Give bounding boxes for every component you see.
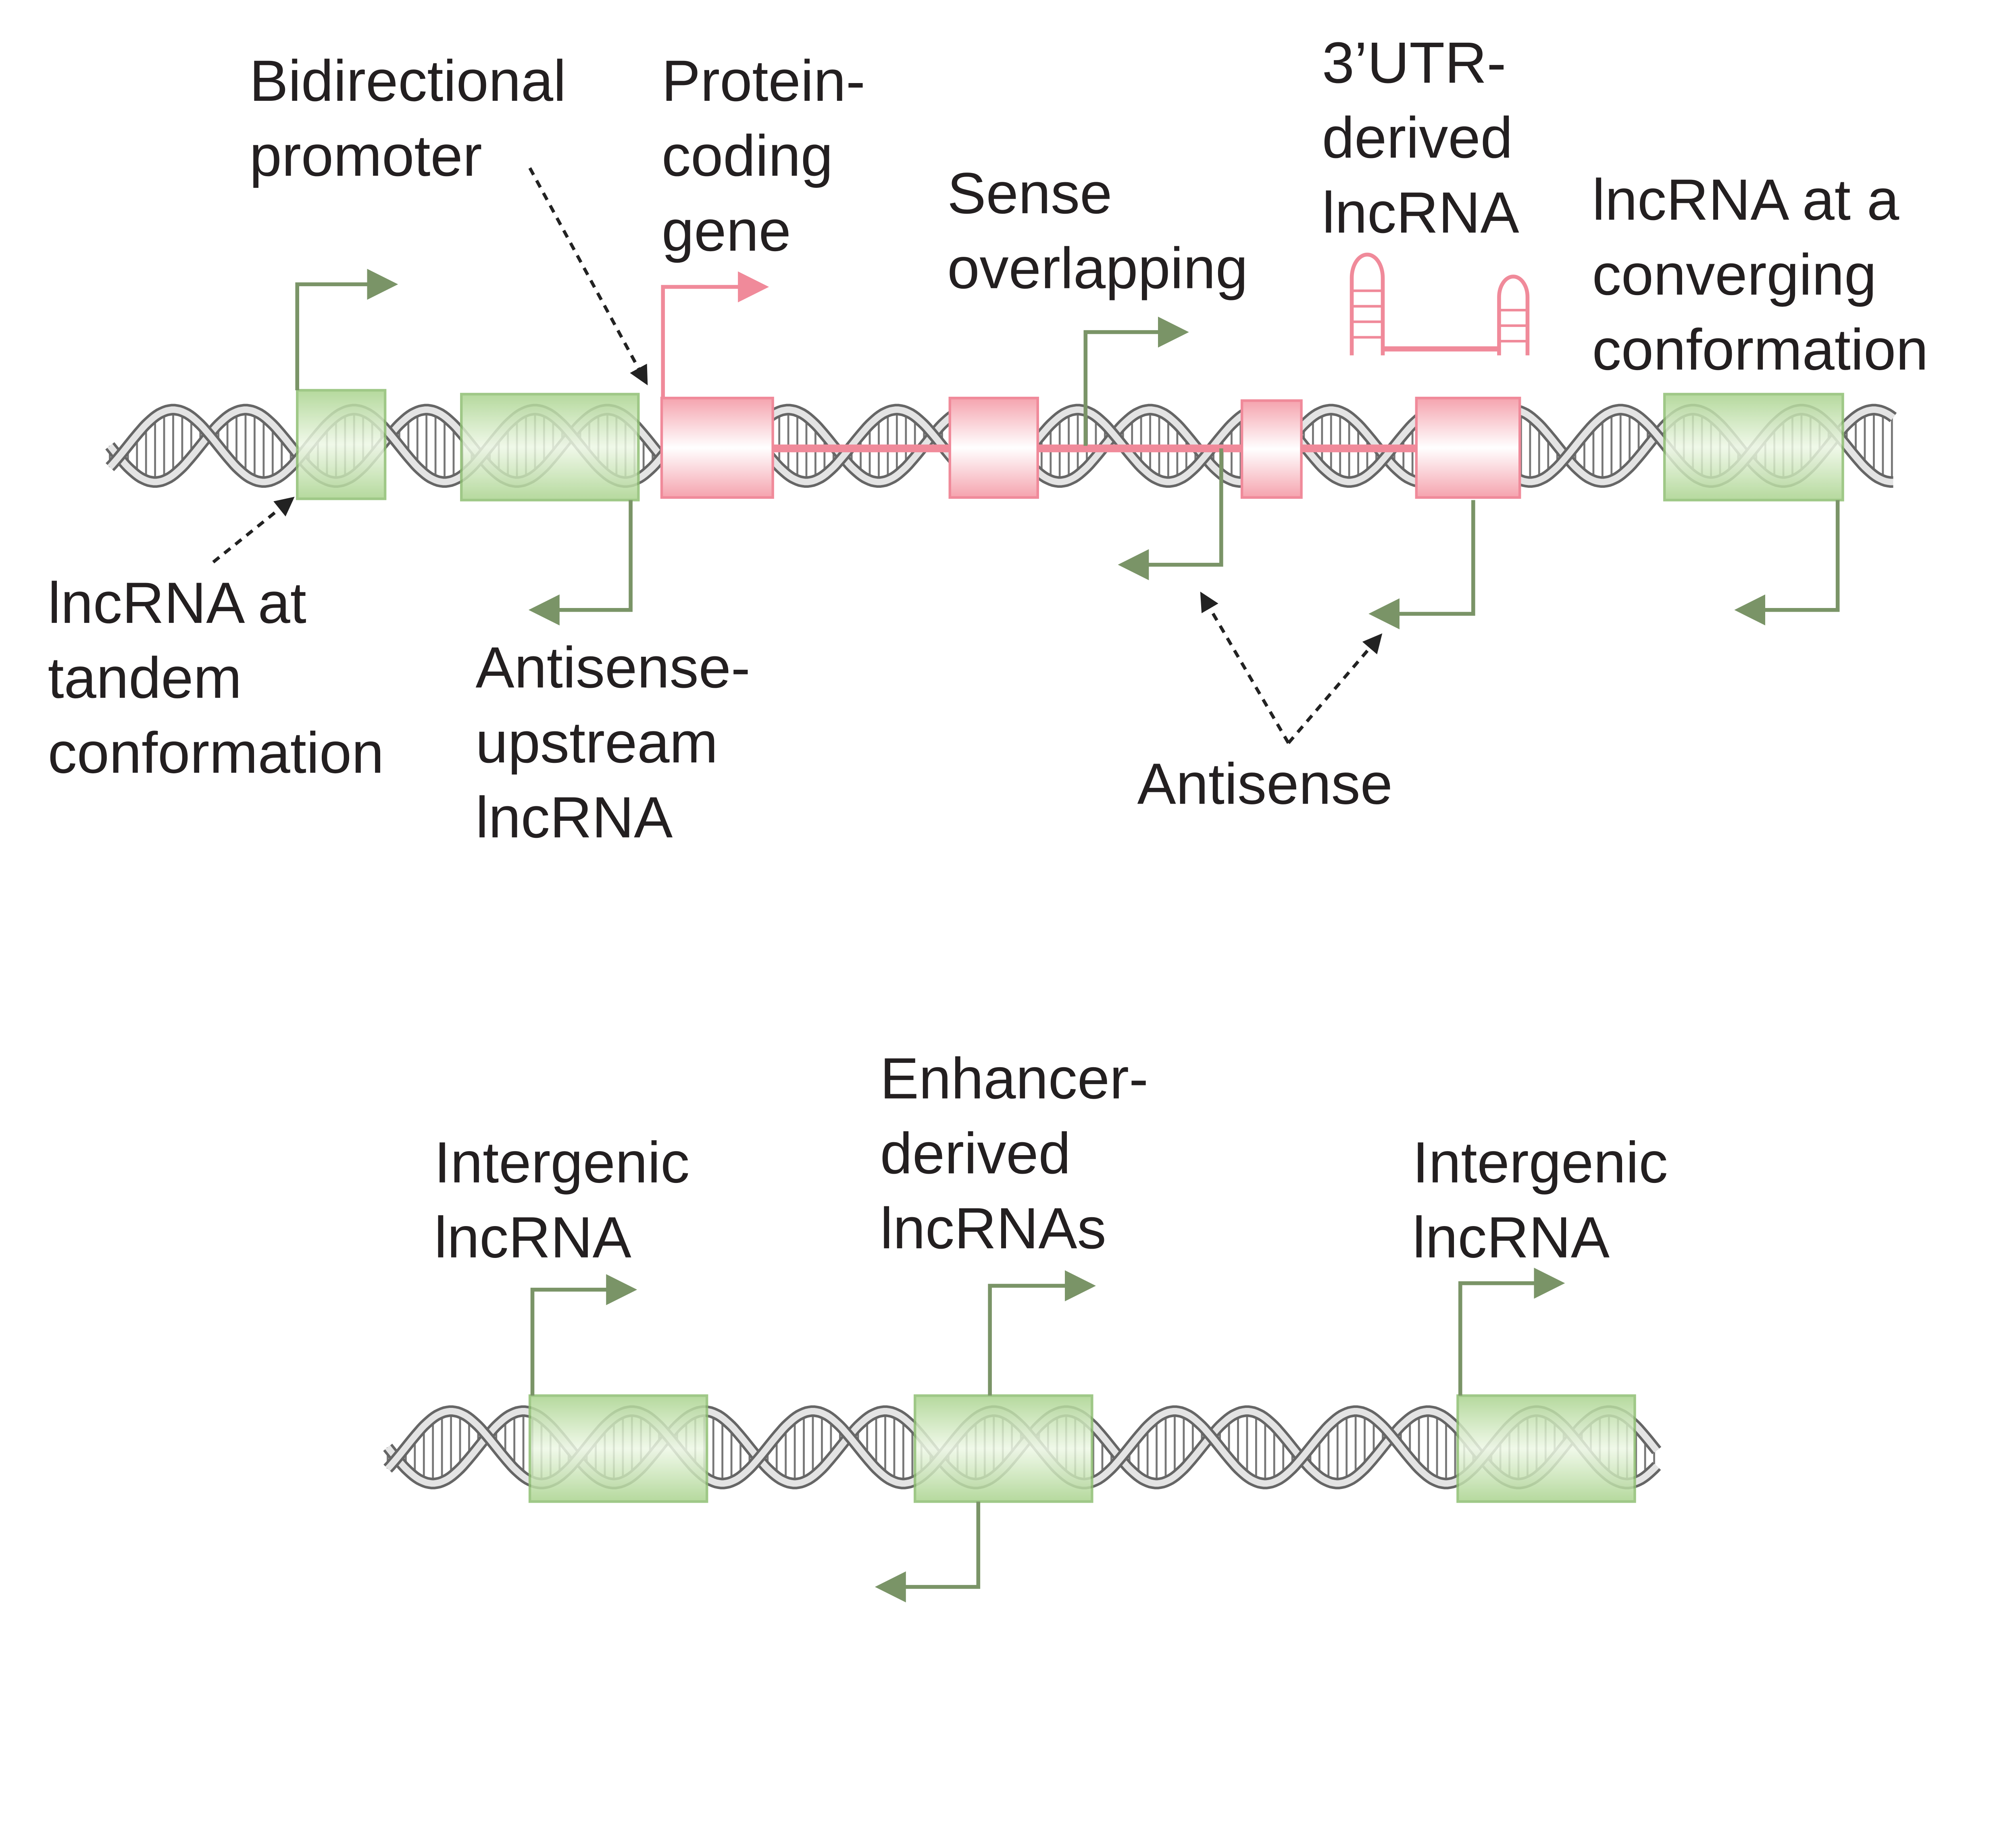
promoter-box-bidirectional <box>460 393 640 502</box>
exon-2 <box>948 396 1039 499</box>
label-antisense: Antisense <box>1137 751 1393 816</box>
tss-arrow-enhancer-forward <box>988 1270 1096 1396</box>
tss-arrow-intergenic-left <box>530 1274 637 1396</box>
tss-arrow-intergenic-right <box>1458 1268 1565 1396</box>
pointer-tandem <box>212 497 295 564</box>
promoter-box-tandem <box>296 389 387 500</box>
tss-arrow-antisense-2 <box>1368 500 1475 629</box>
tss-arrow-sense-overlapping <box>1083 316 1189 446</box>
tss-arrow-antisense-1 <box>1118 448 1223 581</box>
exon-3 <box>1240 399 1303 499</box>
pointer-antisense-1 <box>1200 591 1290 744</box>
promoter-box-intergenic-left <box>528 1394 708 1503</box>
promoter-box-enhancer <box>914 1394 1093 1503</box>
promoter-box-converging <box>1663 393 1844 502</box>
tss-arrow-protein-coding <box>661 271 769 398</box>
tss-arrow-tandem <box>295 269 398 390</box>
pointer-antisense-2 <box>1287 633 1383 744</box>
promoter-box-intergenic-right <box>1456 1394 1636 1503</box>
tss-arrow-antisense-upstream <box>528 500 633 626</box>
exon-4 <box>1415 396 1521 499</box>
exon-1 <box>660 396 774 499</box>
tss-arrow-converging <box>1734 500 1840 626</box>
pointer-bidirectional <box>528 167 648 385</box>
utr-stem-loop-icon <box>1350 252 1530 356</box>
tss-arrow-enhancer-reverse <box>875 1501 981 1603</box>
